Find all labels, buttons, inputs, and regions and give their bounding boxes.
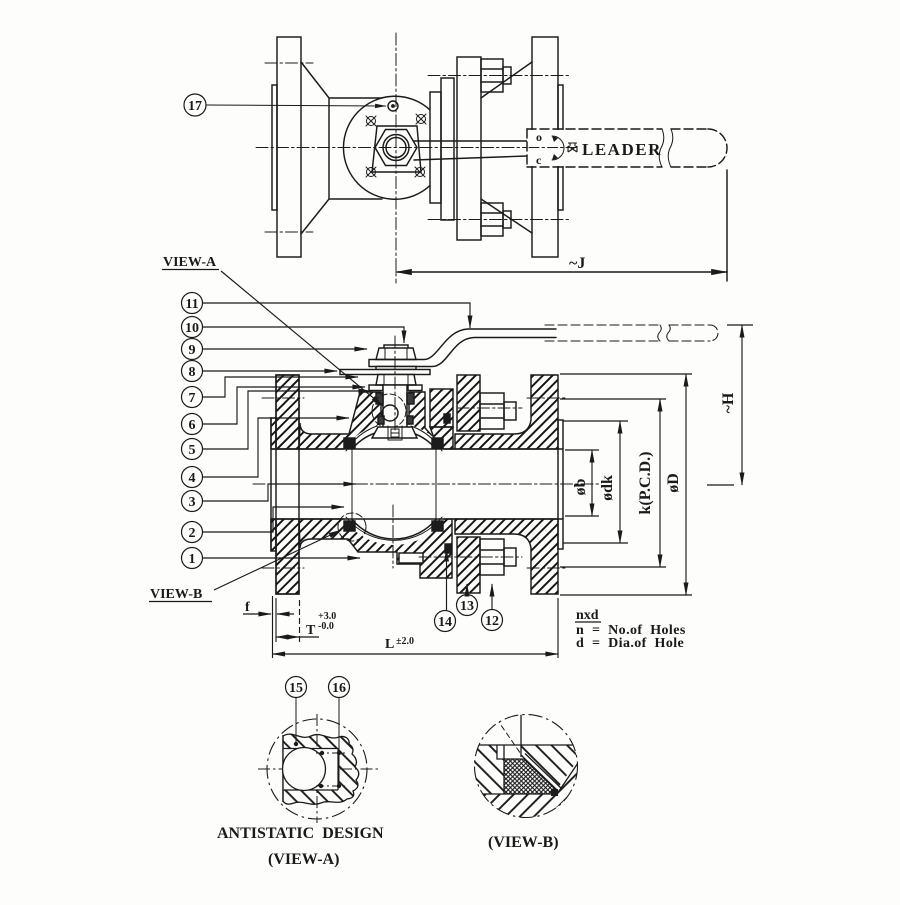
- svg-text:(VIEW-A): (VIEW-A): [268, 851, 339, 868]
- svg-text:1: 1: [189, 552, 196, 567]
- svg-text:øD: øD: [665, 473, 682, 493]
- svg-text:10: 10: [185, 321, 199, 336]
- svg-text:2: 2: [189, 526, 196, 541]
- svg-text:4: 4: [189, 471, 196, 486]
- svg-text:11: 11: [185, 297, 198, 312]
- svg-text:f: f: [245, 600, 250, 615]
- svg-text:n = No.of Holes: n = No.of Holes: [576, 623, 686, 638]
- svg-text:nxd: nxd: [576, 608, 599, 623]
- svg-text:9: 9: [189, 343, 196, 358]
- svg-text:16: 16: [332, 681, 346, 696]
- svg-text:T: T: [306, 623, 316, 638]
- svg-text:c: c: [536, 153, 542, 167]
- svg-text:±2.0: ±2.0: [396, 636, 414, 647]
- svg-text:ødk: ødk: [599, 475, 616, 501]
- svg-text:d = Dia.of Hole: d = Dia.of Hole: [576, 636, 684, 651]
- svg-text:15: 15: [289, 681, 303, 696]
- svg-text:(VIEW-B): (VIEW-B): [488, 834, 559, 851]
- svg-text:o: o: [536, 130, 542, 144]
- svg-text:12: 12: [485, 614, 499, 629]
- svg-text:14: 14: [438, 615, 452, 630]
- svg-text:VIEW-B: VIEW-B: [150, 587, 202, 602]
- svg-text:øb: øb: [572, 478, 589, 495]
- svg-text:6: 6: [189, 418, 196, 433]
- svg-text:LEADER: LEADER: [582, 140, 662, 159]
- svg-text:3: 3: [189, 495, 196, 510]
- svg-text:k(P.C.D.): k(P.C.D.): [637, 452, 654, 515]
- svg-text:8: 8: [189, 365, 196, 380]
- svg-text:L: L: [385, 637, 394, 652]
- svg-text:+3.0: +3.0: [318, 611, 336, 622]
- svg-text:5: 5: [189, 443, 196, 458]
- svg-text:~J: ~J: [569, 255, 585, 272]
- svg-text:7: 7: [189, 391, 196, 406]
- svg-text:VIEW-A: VIEW-A: [163, 255, 217, 270]
- svg-text:17: 17: [188, 99, 202, 114]
- svg-text:-0.0: -0.0: [318, 621, 334, 632]
- svg-text:ANTISTATIC DESIGN: ANTISTATIC DESIGN: [217, 825, 384, 842]
- svg-text:~H: ~H: [720, 392, 737, 413]
- svg-text:13: 13: [460, 599, 474, 614]
